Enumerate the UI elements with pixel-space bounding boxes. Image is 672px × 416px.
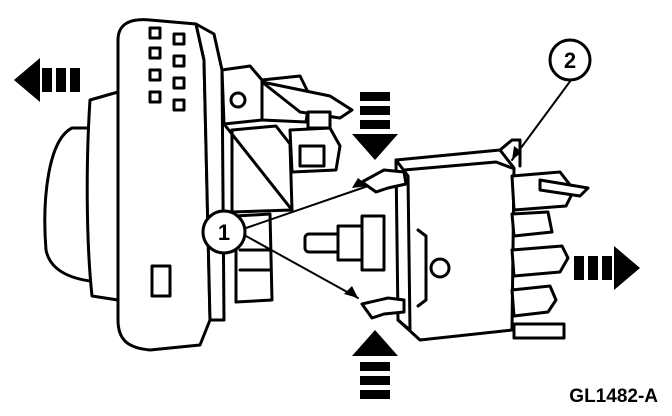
move-left-arrow — [14, 58, 80, 102]
callout-leaders — [245, 75, 575, 299]
callout-1-number: 1 — [218, 220, 230, 245]
press-up-arrow — [352, 330, 398, 399]
callout-1: 1 — [201, 209, 247, 255]
callout-2-number: 2 — [564, 48, 576, 73]
blower-motor-switch — [303, 138, 590, 342]
callout-2: 2 — [548, 38, 592, 82]
figure-id: GL1482-A — [569, 386, 658, 407]
move-right-arrow — [574, 246, 640, 290]
control-panel-housing — [43, 18, 354, 352]
press-down-arrow — [352, 92, 398, 160]
